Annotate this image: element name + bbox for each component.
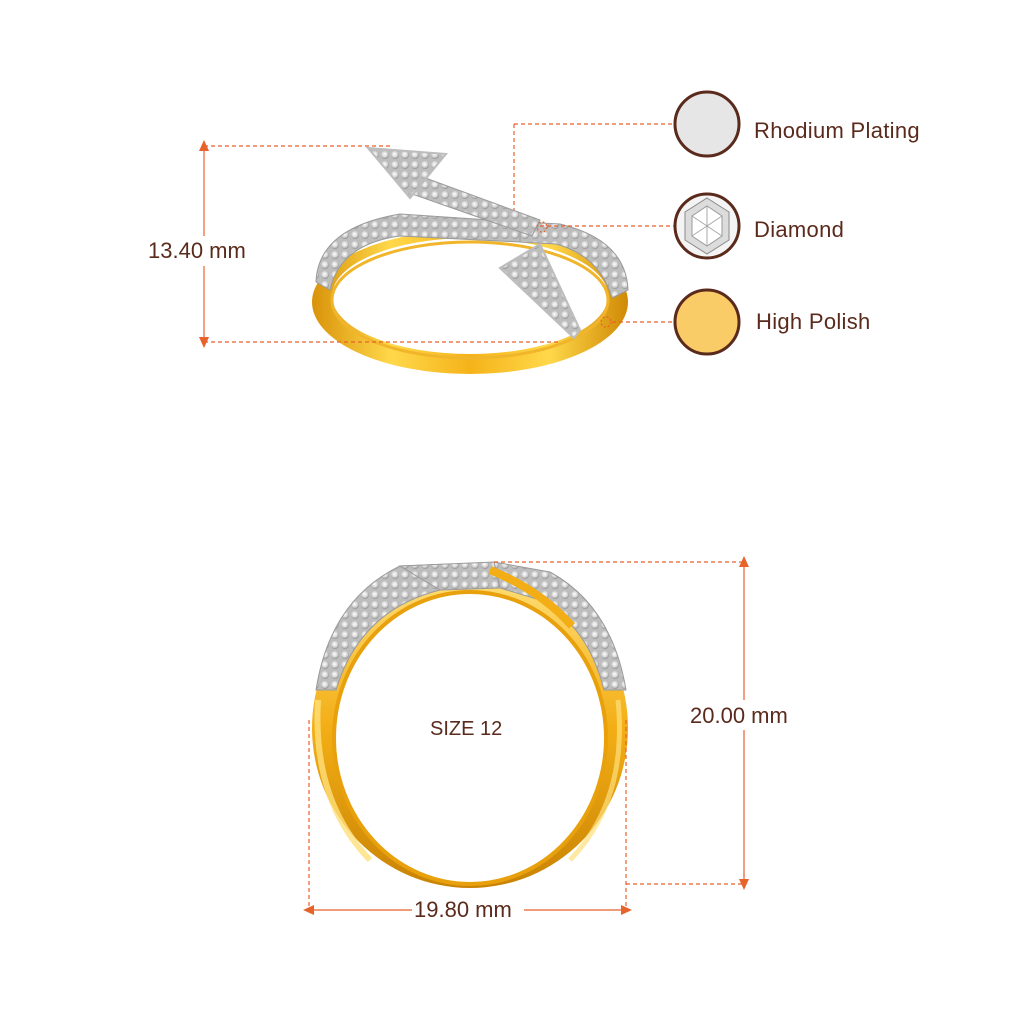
- top-height-label: 13.40 mm: [148, 238, 246, 263]
- legend-swatches: [673, 90, 741, 356]
- ring-front-view: [312, 561, 628, 888]
- ring-size-label: SIZE 12: [430, 718, 503, 740]
- legend-diamond-label: Diamond: [754, 217, 845, 242]
- legend-rhodium-label: Rhodium Plating: [754, 118, 920, 143]
- legend-polish-label: High Polish: [756, 309, 871, 334]
- ring-top-view: [312, 146, 629, 374]
- gold-swatch-icon: [673, 288, 741, 356]
- rhodium-swatch-icon: [673, 90, 741, 158]
- front-center-twist: [398, 561, 501, 591]
- top-arrow-head: [365, 146, 448, 200]
- front-band-inner: [334, 592, 606, 884]
- top-pave-right: [519, 221, 629, 299]
- front-width-label: 19.80 mm: [414, 897, 512, 922]
- top-arrow-tail: [498, 242, 582, 340]
- top-band-inner: [332, 238, 608, 354]
- diamond-icon: [673, 192, 741, 260]
- dimension-arrowheads: [199, 140, 749, 915]
- front-height-label: 20.00 mm: [690, 703, 788, 728]
